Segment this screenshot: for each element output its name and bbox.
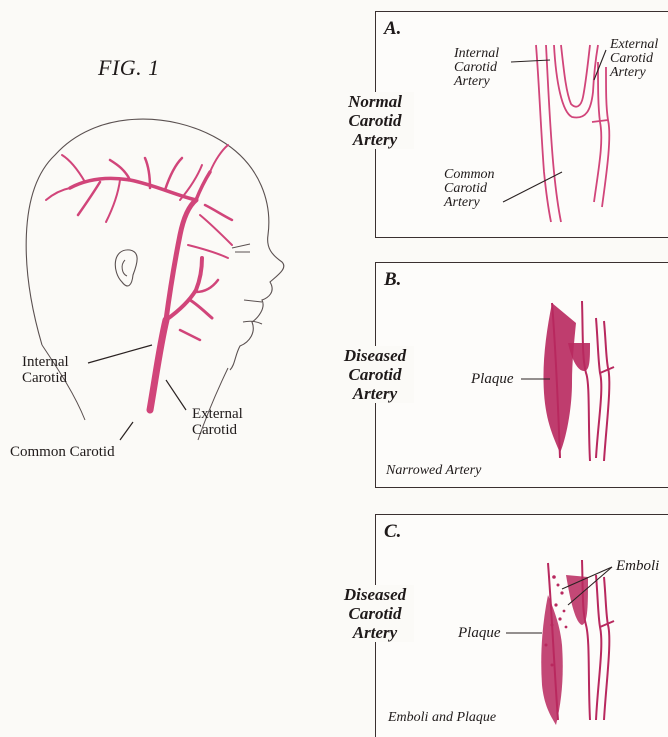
label-common-carotid: Common Carotid xyxy=(10,444,115,460)
plaque-mass xyxy=(541,595,563,725)
head-illustration xyxy=(0,0,320,460)
common-carotid-artery xyxy=(150,320,166,410)
label-external-carotid: External Carotid xyxy=(192,406,262,438)
panel-b: B. Plaque Narrowed Artery xyxy=(375,262,668,488)
label-internal-carotid: Internal Carotid xyxy=(22,354,92,386)
label-plaque: Plaque xyxy=(471,372,514,386)
caption-narrowed-artery: Narrowed Artery xyxy=(386,464,481,478)
face-profile xyxy=(244,300,262,302)
panel-a: A. Internal Carotid Artery External Caro… xyxy=(375,11,668,238)
side-label-diseased-c: Diseased Carotid Artery xyxy=(336,585,414,642)
panel-c: C. Emboli Plaque Emboli and Plaque xyxy=(375,514,668,737)
side-label-diseased-b: Diseased Carotid Artery xyxy=(336,346,414,403)
label-internal-carotid-artery: Internal Carotid Artery xyxy=(454,47,514,89)
plaque-mass xyxy=(543,303,576,453)
label-external-carotid-artery: External Carotid Artery xyxy=(610,38,668,80)
narrowed-artery-diagram xyxy=(376,263,668,487)
eye-icon xyxy=(232,244,250,252)
side-label-normal: Normal Carotid Artery xyxy=(336,92,414,149)
caption-emboli-and-plaque: Emboli and Plaque xyxy=(388,711,496,725)
label-plaque: Plaque xyxy=(458,626,501,640)
ear-icon xyxy=(115,250,137,286)
label-common-carotid-artery: Common Carotid Artery xyxy=(444,168,506,210)
emboli-artery-diagram xyxy=(376,515,668,737)
label-emboli: Emboli xyxy=(616,559,659,573)
